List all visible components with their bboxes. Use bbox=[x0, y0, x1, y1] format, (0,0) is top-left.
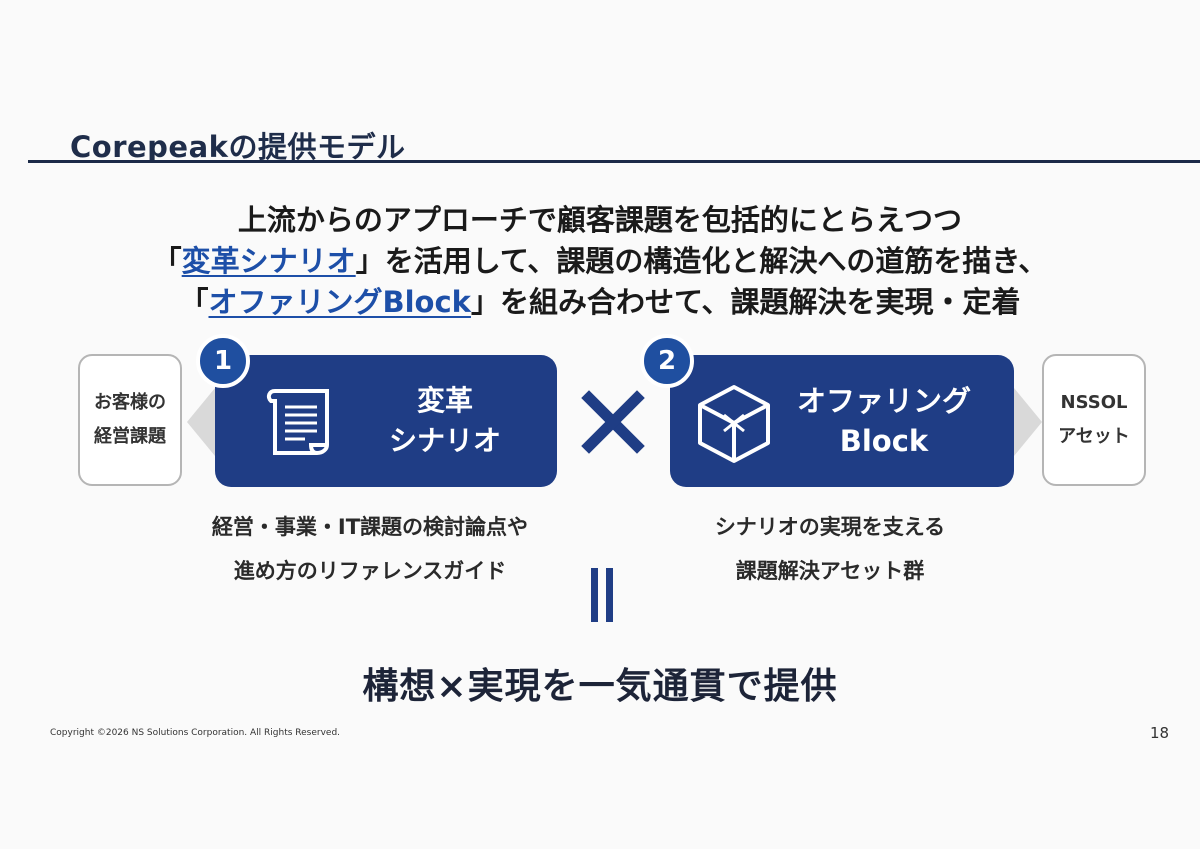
equals-icon bbox=[591, 568, 613, 622]
nssol-assets-box: NSSOL アセット bbox=[1042, 354, 1146, 486]
offering-block-desc-line-2: 課題解決アセット群 bbox=[735, 559, 925, 583]
henkaku-scenario-description: 経営・事業・IT課題の検討論点や 進め方のリファレンスガイド bbox=[175, 505, 565, 593]
customer-issues-box: お客様の 経営課題 bbox=[78, 354, 182, 486]
henkaku-scenario-card: 変革 シナリオ bbox=[215, 355, 557, 487]
copyright-notice: Copyright ©2026 NS Solutions Corporation… bbox=[50, 728, 341, 738]
lead-line-3: 「オファリングBlock」を組み合わせて、課題解決を実現・定着 bbox=[0, 282, 1200, 323]
cube-block-icon bbox=[698, 385, 770, 463]
nssol-assets-line-2: アセット bbox=[1058, 426, 1130, 447]
scroll-document-icon bbox=[266, 389, 330, 455]
offering-block-line-1: オファリング bbox=[796, 384, 971, 418]
customer-issues-line-2: 経営課題 bbox=[94, 426, 166, 447]
offering-block-description: シナリオの実現を支える 課題解決アセット群 bbox=[640, 505, 1020, 593]
page-number: 18 bbox=[1150, 724, 1170, 742]
term-henkaku-scenario: 変革シナリオ bbox=[181, 244, 356, 278]
term-offering-block: オファリングBlock bbox=[208, 285, 471, 319]
step-1-badge: 1 bbox=[196, 334, 250, 388]
lead-line-2-open: 「 bbox=[152, 244, 182, 278]
lead-line-2: 「変革シナリオ」を活用して、課題の構造化と解決への道筋を描き、 bbox=[0, 241, 1200, 282]
henkaku-scenario-desc-line-2: 進め方のリファレンスガイド bbox=[233, 559, 507, 583]
lead-line-3-rest: 」を組み合わせて、課題解決を実現・定着 bbox=[470, 285, 1021, 319]
offering-block-desc-line-1: シナリオの実現を支える bbox=[714, 515, 946, 539]
offering-block-line-2: Block bbox=[839, 424, 929, 458]
customer-issues-line-1: お客様の bbox=[94, 392, 166, 413]
offering-block-card: オファリング Block bbox=[670, 355, 1014, 487]
lead-statement: 上流からのアプローチで顧客課題を包括的にとらえつつ 「変革シナリオ」を活用して、… bbox=[0, 200, 1200, 323]
henkaku-scenario-desc-line-1: 経営・事業・IT課題の検討論点や bbox=[211, 515, 529, 539]
lead-line-2-rest: 」を活用して、課題の構造化と解決への道筋を描き、 bbox=[355, 244, 1048, 278]
multiply-icon bbox=[581, 390, 645, 454]
lead-line-3-open: 「 bbox=[179, 285, 209, 319]
henkaku-scenario-line-2: シナリオ bbox=[388, 424, 501, 457]
title-divider bbox=[28, 160, 1200, 163]
nssol-assets-line-1: NSSOL bbox=[1060, 392, 1128, 413]
page-title: Corepeakの提供モデル bbox=[70, 130, 406, 164]
step-2-badge: 2 bbox=[640, 334, 694, 388]
lead-line-1: 上流からのアプローチで顧客課題を包括的にとらえつつ bbox=[237, 203, 963, 237]
offering-block-label: オファリング Block bbox=[774, 381, 994, 461]
henkaku-scenario-line-1: 変革 bbox=[416, 384, 473, 417]
right-arrow-notch bbox=[1014, 388, 1042, 456]
henkaku-scenario-label: 変革 シナリオ bbox=[365, 381, 525, 461]
left-arrow-notch bbox=[187, 388, 215, 456]
conclusion-statement: 構想×実現を一気通貫で提供 bbox=[362, 666, 838, 707]
